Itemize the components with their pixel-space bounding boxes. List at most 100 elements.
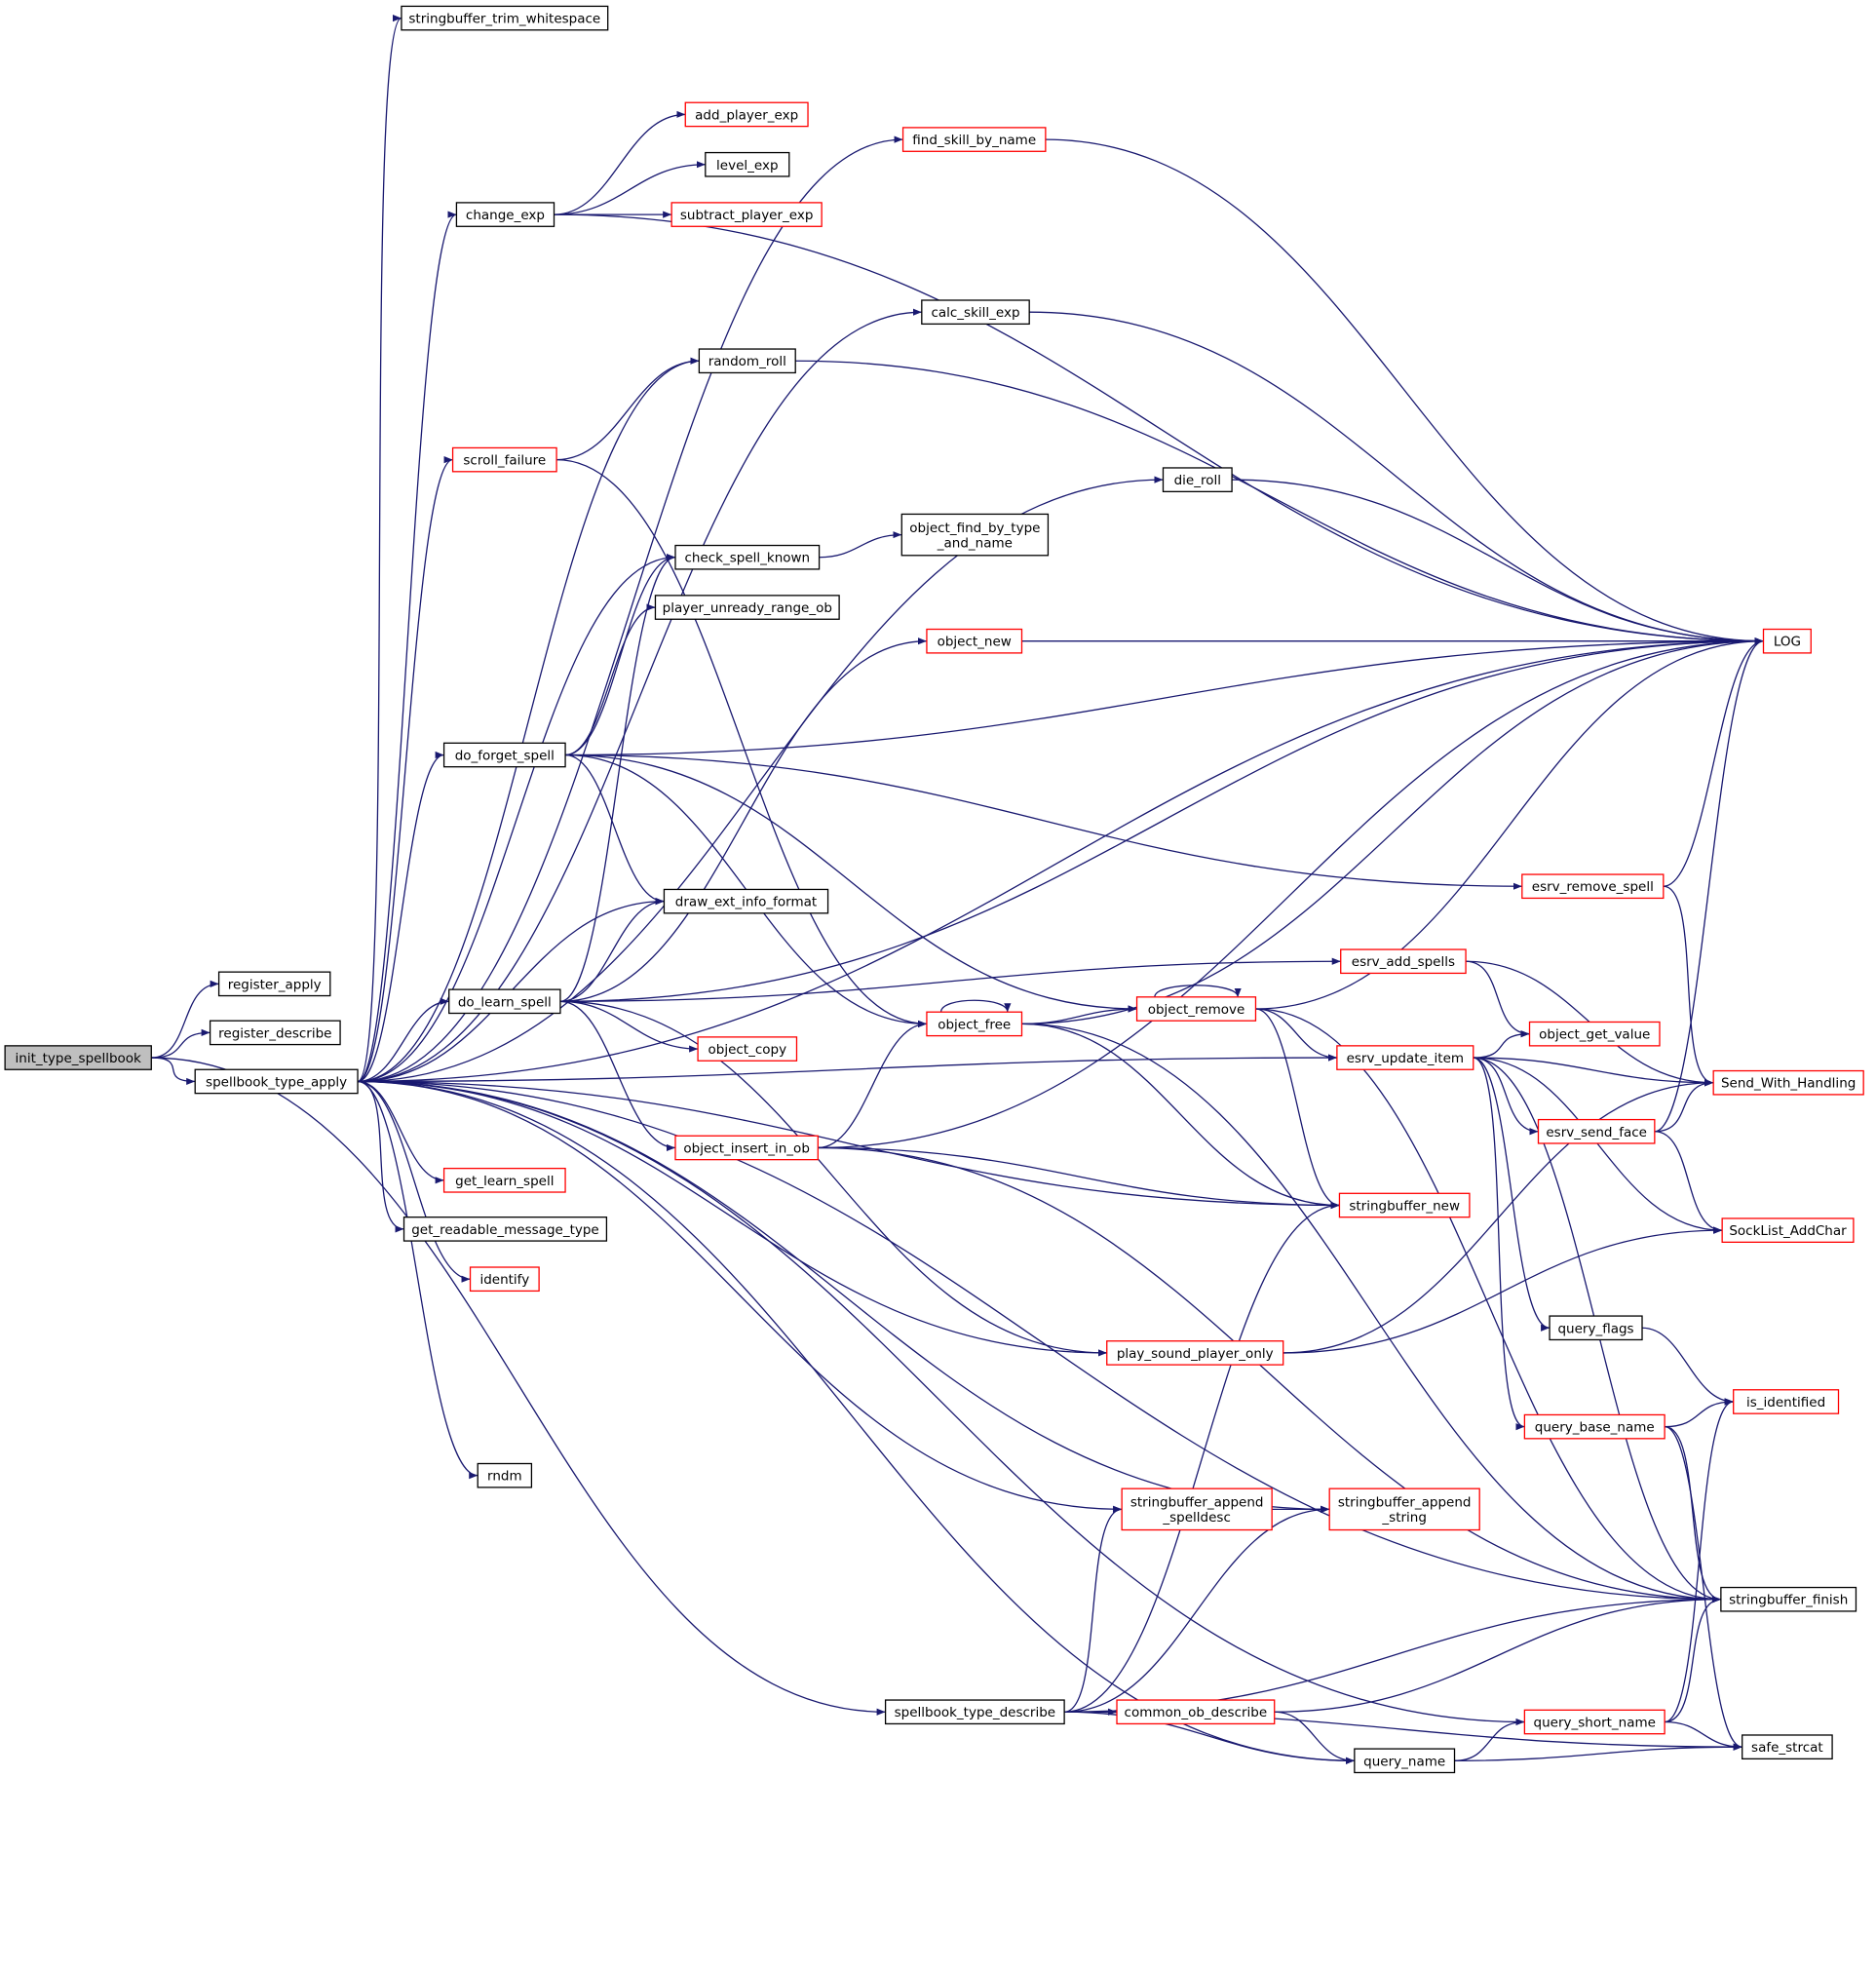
- node-level_exp[interactable]: level_exp: [705, 151, 790, 177]
- node-label: SockList_AddChar: [1729, 1223, 1847, 1239]
- node-object_new[interactable]: object_new: [926, 628, 1023, 654]
- edge-object_remove-to-esrv_update_item: [1255, 1008, 1337, 1062]
- node-box: [926, 628, 1023, 654]
- edge-change_exp-to-LOG: [554, 213, 1764, 645]
- node-identify[interactable]: identify: [469, 1266, 540, 1293]
- node-box: [884, 1699, 1065, 1725]
- edge-do_learn_spell-to-check_spell_known: [559, 554, 676, 1002]
- edge-play_sound_player_only-to-SockList_AddChar: [1283, 1226, 1723, 1354]
- node-spellbook_type_describe[interactable]: spellbook_type_describe: [884, 1699, 1065, 1725]
- node-query_flags[interactable]: query_flags: [1549, 1315, 1643, 1341]
- node-die_roll[interactable]: die_roll: [1162, 467, 1233, 493]
- node-spellbook_type_apply[interactable]: spellbook_type_apply: [194, 1068, 359, 1095]
- edge-spellbook_type_apply-to-stringbuffer_append_spelldesc: [358, 1080, 1123, 1513]
- node-do_forget_spell[interactable]: do_forget_spell: [442, 742, 566, 768]
- node-LOG[interactable]: LOG: [1762, 628, 1812, 654]
- edge-find_skill_by_name-to-LOG: [1045, 138, 1764, 645]
- edge-spellbook_type_apply-to-rndm: [357, 1080, 479, 1480]
- node-do_learn_spell[interactable]: do_learn_spell: [448, 988, 561, 1015]
- node-label: find_skill_by_name: [912, 133, 1036, 148]
- node-register_apply[interactable]: register_apply: [217, 971, 331, 997]
- node-box: [442, 1167, 566, 1193]
- node-Send_With_Handling[interactable]: Send_With_Handling: [1712, 1069, 1864, 1096]
- node-draw_ext_info_format[interactable]: draw_ext_info_format: [663, 888, 829, 914]
- node-query_name[interactable]: query_name: [1354, 1748, 1456, 1774]
- edge-random_roll-to-LOG: [795, 360, 1764, 645]
- node-object_copy[interactable]: object_copy: [697, 1036, 798, 1062]
- edge-query_name-to-safe_strcat: [1454, 1743, 1742, 1761]
- node-esrv_remove_spell[interactable]: esrv_remove_spell: [1521, 873, 1665, 900]
- node-object_free[interactable]: object_free: [926, 1011, 1023, 1037]
- node-register_describe[interactable]: register_describe: [209, 1020, 341, 1046]
- node-change_exp[interactable]: change_exp: [455, 202, 555, 227]
- node-label: scroll_failure: [463, 453, 546, 469]
- node-label: play_sound_player_only: [1117, 1346, 1274, 1362]
- node-esrv_add_spells[interactable]: esrv_add_spells: [1340, 948, 1467, 975]
- node-random_roll[interactable]: random_roll: [698, 348, 796, 374]
- node-player_unready_range_ob[interactable]: player_unready_range_ob: [654, 595, 840, 620]
- node-esrv_send_face[interactable]: esrv_send_face: [1537, 1118, 1656, 1144]
- edge-spellbook_type_apply-to-stringbuffer_new: [358, 1080, 1340, 1210]
- node-SockList_AddChar[interactable]: SockList_AddChar: [1721, 1217, 1855, 1244]
- node-box: [1336, 1045, 1474, 1070]
- node-play_sound_player_only[interactable]: play_sound_player_only: [1106, 1340, 1284, 1366]
- node-label: stringbuffer_append: [1130, 1495, 1264, 1511]
- node-box: [1328, 1487, 1480, 1531]
- node-subtract_player_exp[interactable]: subtract_player_exp: [670, 202, 823, 227]
- node-box: [926, 1011, 1023, 1037]
- edge-init_type_spellbook-to-spellbook_type_describe: [151, 1057, 886, 1716]
- node-box: [1121, 1487, 1273, 1531]
- node-box: [1720, 1586, 1857, 1612]
- node-get_readable_message_type[interactable]: get_readable_message_type: [402, 1217, 608, 1242]
- node-init_type_spellbook[interactable]: init_type_spellbook: [4, 1045, 152, 1070]
- node-stringbuffer_finish[interactable]: stringbuffer_finish: [1720, 1586, 1857, 1612]
- node-check_spell_known[interactable]: check_spell_known: [674, 544, 821, 570]
- node-calc_skill_exp[interactable]: calc_skill_exp: [921, 299, 1030, 326]
- node-rndm[interactable]: rndm: [477, 1462, 533, 1488]
- node-query_short_name[interactable]: query_short_name: [1523, 1709, 1665, 1735]
- node-find_skill_by_name[interactable]: find_skill_by_name: [901, 127, 1047, 152]
- node-stringbuffer_trim_whitespace[interactable]: stringbuffer_trim_whitespace: [401, 5, 609, 31]
- node-object_remove[interactable]: object_remove: [1135, 996, 1257, 1022]
- edge-object_free-to-object_remove: [1021, 1005, 1137, 1025]
- node-common_ob_describe[interactable]: common_ob_describe: [1116, 1699, 1276, 1725]
- node-box: [697, 1036, 798, 1062]
- node-is_identified[interactable]: is_identified: [1733, 1389, 1840, 1414]
- node-add_player_exp[interactable]: add_player_exp: [684, 101, 809, 128]
- edge-object_insert_in_ob-to-stringbuffer_finish: [818, 1146, 1721, 1603]
- node-box: [209, 1020, 341, 1046]
- edge-query_short_name-to-is_identified: [1664, 1398, 1734, 1723]
- node-label: common_ob_describe: [1125, 1705, 1268, 1720]
- node-box: [401, 5, 609, 31]
- edge-spellbook_type_describe-to-stringbuffer_append_spelldesc: [1064, 1505, 1123, 1713]
- node-query_base_name[interactable]: query_base_name: [1523, 1413, 1665, 1440]
- node-stringbuffer_append_spelldesc[interactable]: stringbuffer_append_spelldesc: [1121, 1487, 1273, 1531]
- node-get_learn_spell[interactable]: get_learn_spell: [442, 1167, 566, 1193]
- edge-spellbook_type_apply-to-scroll_failure: [357, 456, 453, 1083]
- edge-do_learn_spell-to-object_copy: [559, 1000, 699, 1053]
- node-safe_strcat[interactable]: safe_strcat: [1742, 1734, 1833, 1760]
- edge-esrv_remove_spell-to-Send_With_Handling: [1663, 885, 1714, 1087]
- edge-esrv_update_item-to-esrv_send_face: [1473, 1057, 1539, 1136]
- node-esrv_update_item[interactable]: esrv_update_item: [1336, 1045, 1474, 1070]
- node-stringbuffer_append_string[interactable]: stringbuffer_append_string: [1328, 1487, 1480, 1531]
- node-box: [402, 1217, 608, 1242]
- node-box: [448, 988, 561, 1015]
- edge-spellbook_type_describe-to-stringbuffer_append_string: [1064, 1505, 1330, 1713]
- node-object_find_by_type_and_name[interactable]: object_find_by_type_and_name: [900, 513, 1050, 557]
- node-stringbuffer_new[interactable]: stringbuffer_new: [1338, 1192, 1471, 1218]
- node-object_insert_in_ob[interactable]: object_insert_in_ob: [674, 1135, 819, 1161]
- node-label: player_unready_range_ob: [663, 600, 832, 616]
- node-box: [674, 544, 821, 570]
- edge-common_ob_describe-to-query_name: [1274, 1711, 1355, 1764]
- edge-spellbook_type_apply-to-esrv_update_item: [358, 1054, 1337, 1083]
- node-label: query_name: [1363, 1754, 1445, 1769]
- node-scroll_failure[interactable]: scroll_failure: [451, 446, 557, 473]
- node-box: [1523, 1709, 1665, 1735]
- node-label: _string: [1381, 1510, 1427, 1526]
- edge-do_forget_spell-to-player_unready_range_ob: [565, 603, 656, 756]
- node-object_get_value[interactable]: object_get_value: [1528, 1021, 1661, 1047]
- edge-spellbook_type_apply-to-stringbuffer_append_string: [358, 1080, 1330, 1513]
- node-label: init_type_spellbook: [16, 1051, 142, 1066]
